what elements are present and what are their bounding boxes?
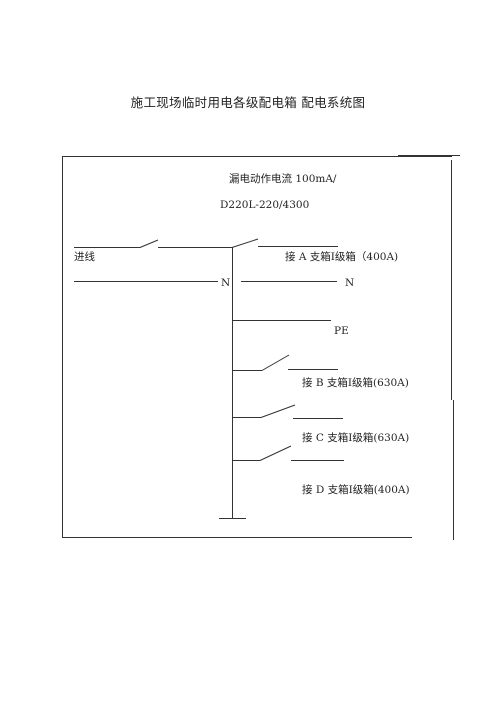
branch-a-label: 接 A 支箱Ⅰ级箱（400A) <box>285 250 398 263</box>
branch-d-label: 接 D 支箱Ⅰ级箱(400A) <box>302 483 410 496</box>
branch-d-switch <box>259 445 292 461</box>
page-title: 施工现场临时用电各级配电箱 配电系统图 <box>130 95 366 110</box>
neutral-label-left: N <box>221 277 230 289</box>
branch-b-label: 接 B 支箱Ⅰ级箱(630A) <box>302 376 409 389</box>
incoming-switch <box>139 239 159 248</box>
branch-c-label: 接 C 支箱Ⅰ级箱(630A) <box>302 431 409 444</box>
pe-label: PE <box>334 325 349 337</box>
incoming-label: 进线 <box>74 250 95 263</box>
branch-b-switch <box>261 354 290 371</box>
rcd-spec-line1: 漏电动作电流 100mA/ <box>229 172 337 185</box>
rcd-spec-line2: D220L-220/4300 <box>220 199 309 211</box>
branch-c-switch <box>260 404 296 418</box>
neutral-label-right: N <box>345 277 354 289</box>
main-switch <box>231 238 259 248</box>
